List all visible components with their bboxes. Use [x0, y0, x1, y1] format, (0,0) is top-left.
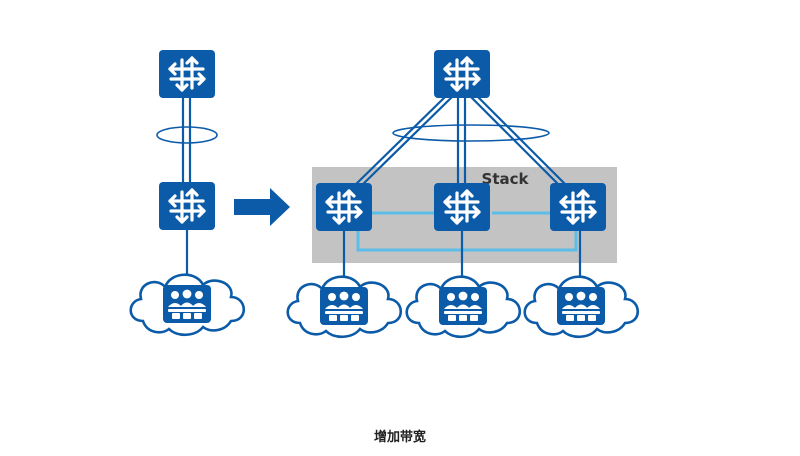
right-access-links [342, 230, 582, 282]
user-cloud-1-icon [286, 275, 403, 339]
left-uplinks [181, 95, 192, 185]
stack-member-2-switch-icon [432, 181, 492, 233]
figure-caption: 增加带宽 [373, 430, 426, 445]
right-aggregation-ellipse [392, 124, 550, 142]
right-arrow-icon [234, 188, 290, 226]
stack-label: Stack [482, 170, 530, 188]
stack-cables [356, 211, 578, 252]
left-access-switch-icon [157, 180, 217, 232]
right-uplinks [351, 95, 570, 189]
stack-member-1-switch-icon [314, 181, 374, 233]
right-core-switch-icon [432, 48, 492, 100]
left-aggregation-ellipse [156, 126, 218, 144]
user-cloud-3-icon [523, 275, 640, 339]
left-user-cloud-icon [129, 273, 246, 337]
stack-member-3-switch-icon [548, 181, 608, 233]
left-core-switch-icon [157, 48, 217, 100]
user-cloud-2-icon [405, 275, 522, 339]
